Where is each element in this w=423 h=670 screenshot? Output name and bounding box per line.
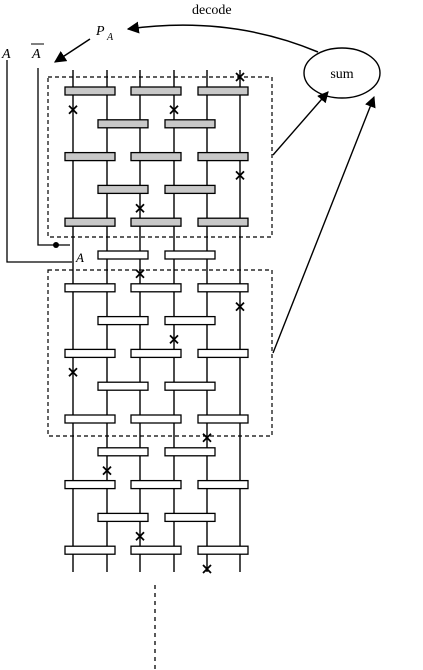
p-subscript: A <box>106 32 114 43</box>
upper-block-box <box>47 76 273 238</box>
gate-row15-1 <box>64 545 116 555</box>
sum-label: sum <box>330 67 353 82</box>
p-to-abar-arrow <box>53 38 91 63</box>
gate-row8-2 <box>164 315 216 326</box>
cross-mark <box>169 334 179 345</box>
gate-row11-3 <box>197 414 249 424</box>
gate-row6-2 <box>164 250 216 260</box>
gate-row10-1 <box>97 381 149 391</box>
gate-rows <box>64 86 249 555</box>
sum-node <box>303 47 381 99</box>
gate-row12-2 <box>164 447 216 457</box>
p-label: P <box>95 24 105 39</box>
decode-label: decode <box>192 3 232 18</box>
a-input-label: A <box>1 47 11 62</box>
a-mid-label: A <box>75 250 84 265</box>
cross-mark <box>235 301 245 312</box>
gate-row2-2 <box>164 119 216 129</box>
gate-row12-1 <box>97 447 149 457</box>
cross-mark <box>202 564 212 574</box>
cross-mark <box>68 367 78 377</box>
gate-row14-2 <box>164 512 216 523</box>
cross-mark <box>102 465 112 476</box>
cross-mark <box>169 105 179 115</box>
gate-row10-2 <box>164 381 216 391</box>
cross-mark <box>68 105 78 115</box>
gate-row3-1 <box>64 151 116 162</box>
upper-to-sum-arrow <box>272 91 329 156</box>
gate-row3-3 <box>197 151 249 162</box>
gate-row5-2 <box>130 217 182 227</box>
cross-mark <box>135 531 145 541</box>
gate-row8-1 <box>97 315 149 326</box>
cross-mark <box>235 170 245 181</box>
cross-mark <box>135 203 145 213</box>
middle-to-sum-arrow <box>272 95 376 354</box>
a-input-wire <box>6 60 72 263</box>
gate-row3-2 <box>130 151 182 162</box>
a-bar-input-wire <box>37 68 70 246</box>
gate-row9-2 <box>130 348 182 359</box>
gate-row11-2 <box>130 414 182 424</box>
gate-row7-1 <box>64 283 116 293</box>
gate-row15-3 <box>197 545 249 555</box>
gate-row4-2 <box>164 184 216 195</box>
gate-row7-3 <box>197 283 249 293</box>
cross-mark <box>202 433 212 443</box>
gate-row4-1 <box>97 184 149 195</box>
gate-row9-3 <box>197 348 249 359</box>
cross-marks <box>68 72 245 574</box>
gate-row5-1 <box>64 217 116 227</box>
gate-row9-1 <box>64 348 116 359</box>
gate-row1-3 <box>197 86 249 96</box>
gate-row1-1 <box>64 86 116 96</box>
cross-mark <box>135 269 145 279</box>
gate-row7-2 <box>130 283 182 293</box>
gate-row15-2 <box>130 545 182 555</box>
gate-row1-2 <box>130 86 182 96</box>
junction-dot <box>53 242 59 248</box>
gate-row13-1 <box>64 479 116 490</box>
gate-row5-3 <box>197 217 249 227</box>
gate-row14-1 <box>97 512 149 523</box>
decode-arrow <box>126 21 319 53</box>
gate-row11-1 <box>64 414 116 424</box>
gate-row6-1 <box>97 250 149 260</box>
a-bar-label: A <box>31 47 41 62</box>
gate-row2-1 <box>97 119 149 129</box>
gate-row13-2 <box>130 479 182 490</box>
gate-row13-3 <box>197 479 249 490</box>
middle-block-box <box>47 269 273 437</box>
